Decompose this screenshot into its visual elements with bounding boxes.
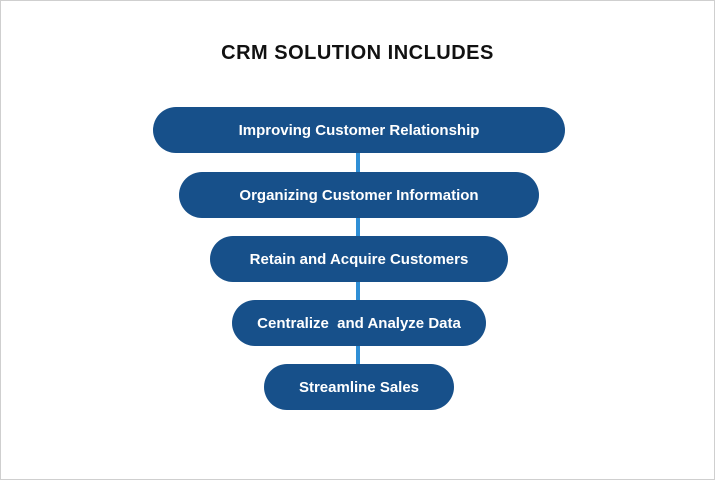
funnel-level-2: Organizing Customer Information [179,172,539,218]
funnel-level-5: Streamline Sales [264,364,454,410]
funnel-level-3: Retain and Acquire Customers [210,236,508,282]
funnel-level-1: Improving Customer Relationship [153,107,565,153]
funnel-level-4: Centralize and Analyze Data [232,300,486,346]
diagram-title: CRM SOLUTION INCLUDES [221,42,494,64]
